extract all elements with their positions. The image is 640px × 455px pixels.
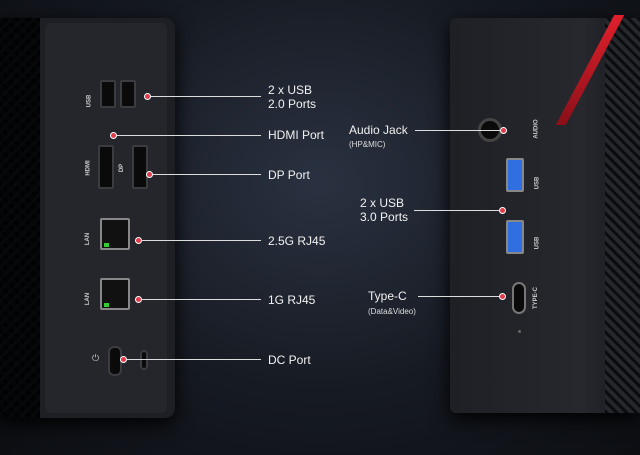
callout-dot: [120, 356, 127, 363]
lan2-marking: LAN: [85, 292, 92, 306]
power-icon: ⏻: [92, 353, 100, 363]
audio-jack-label: Audio Jack: [349, 123, 408, 137]
type-c-sublabel: (Data&Video): [368, 307, 416, 316]
side-vent-mesh: [605, 18, 640, 413]
label-line: 2 x USB: [360, 196, 405, 210]
hdmi-label: HDMI Port: [268, 128, 325, 142]
audio-marking: AUDIO: [533, 119, 540, 139]
callout-line: [142, 299, 261, 300]
kensington-lock: [140, 350, 148, 370]
mini-pc-rear: [0, 18, 175, 418]
usb2-marking: USB: [534, 236, 541, 250]
label-line: 2.0 Ports: [268, 97, 317, 111]
type-c-label: Type-C: [368, 289, 407, 303]
callout-line: [127, 359, 261, 360]
label-line: 2 x USB: [268, 83, 313, 97]
rj45-1g-port: [100, 278, 130, 310]
rj45-2-5g-label: 2.5G RJ45: [268, 234, 326, 248]
usb1-marking: USB: [534, 176, 541, 190]
audio-jack-sublabel: (HP&MIC): [349, 140, 386, 149]
callout-dot: [135, 237, 142, 244]
type-c-port: [512, 282, 526, 314]
usb-marking: USB: [86, 94, 93, 108]
dp-marking: DP: [119, 163, 126, 173]
typec-marking: TYPE-C: [533, 286, 540, 310]
led: [104, 303, 109, 307]
callout-dot: [144, 93, 151, 100]
callout-line: [151, 96, 261, 97]
hdmi-marking: HDMI: [85, 160, 92, 176]
usb2-port-2: [120, 80, 136, 108]
callout-line: [418, 296, 500, 297]
usb2-port-1: [100, 80, 116, 108]
callout-dot: [499, 207, 506, 214]
callout-line: [415, 130, 501, 131]
lan1-marking: LAN: [85, 232, 92, 246]
callout-dot: [500, 127, 507, 134]
dc-port-label: DC Port: [268, 353, 311, 367]
dp-port: [132, 145, 148, 189]
callout-dot: [499, 293, 506, 300]
hdmi-port: [98, 145, 114, 189]
callout-line: [117, 135, 261, 136]
mic-hole: [518, 330, 521, 333]
callout-dot: [135, 296, 142, 303]
callout-dot: [146, 171, 153, 178]
led: [104, 243, 109, 247]
callout-line: [414, 210, 500, 211]
callout-line: [142, 240, 261, 241]
dp-label: DP Port: [268, 168, 310, 182]
vent-mesh-overlay: [0, 18, 40, 418]
label-line: 3.0 Ports: [360, 210, 409, 224]
callout-dot: [110, 132, 117, 139]
rj45-2-5g-port: [100, 218, 130, 250]
callout-line: [153, 174, 261, 175]
usb3-port-1: [506, 158, 524, 192]
rj45-1g-label: 1G RJ45: [268, 293, 316, 307]
usb3-port-2: [506, 220, 524, 254]
